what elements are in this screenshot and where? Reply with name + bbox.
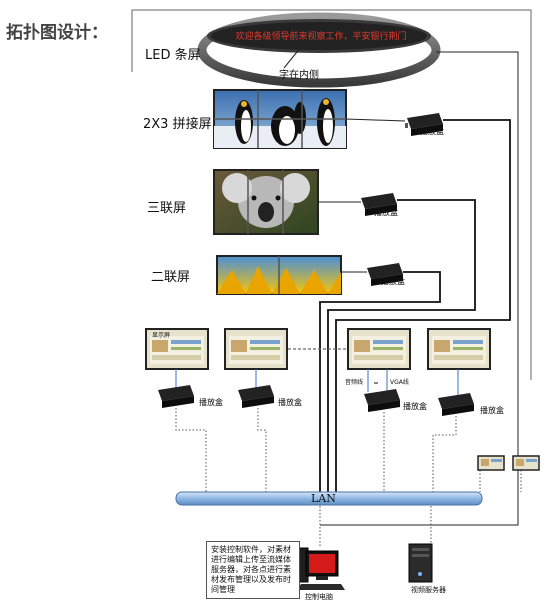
led-callout: 字在内侧 [279, 70, 319, 81]
led-callout-line [283, 41, 306, 69]
player-box-dual [367, 263, 403, 286]
page-title: 拓扑图设计： [6, 23, 108, 43]
led-label: LED 条屏 [145, 48, 201, 63]
label-vga-cable: VGA线 [390, 379, 409, 386]
lan-label: LAN [311, 492, 336, 505]
player-box-triple [361, 193, 397, 216]
cable-wall [335, 119, 511, 493]
triple-screen [213, 169, 319, 235]
label-control-pc: 控制电脑 [305, 593, 333, 601]
cable-dual [319, 271, 441, 493]
label-dual-screen: 二联屏 [151, 270, 191, 285]
label-box-b2: 播放盒 [278, 398, 302, 407]
label-box-b3: 播放盒 [403, 402, 427, 411]
player-box-b3 [364, 389, 400, 412]
monitor-1 [145, 328, 209, 370]
small-screen-1 [477, 455, 505, 471]
frame-border [131, 9, 532, 380]
cable-triple [327, 199, 476, 493]
player-box-b1 [158, 385, 194, 408]
control-software-note: 安装控制软件，对素材进行编辑上传至流媒体服务器，对各点进行素材发布管理以及发布时… [206, 541, 300, 599]
label-audio-cable: 音频线 [345, 379, 364, 386]
label-box-triple: 播放盒 [374, 208, 398, 217]
small-screen-2 [512, 455, 540, 471]
player-box-b2 [238, 385, 274, 408]
lan-bar [175, 491, 483, 506]
led-cable [320, 51, 519, 526]
monitor-caption: 显示屏 [152, 332, 171, 339]
video-wall-2x3 [213, 89, 347, 149]
monitor-3 [347, 328, 411, 370]
label-video-server: 视频服务器 [411, 586, 446, 594]
label-box-dual: 播放盒 [381, 277, 405, 286]
video-server [408, 543, 433, 583]
label-box-b4: 播放盒 [480, 406, 504, 415]
label-video-wall: 2X3 拼接屏 [143, 117, 212, 132]
led-scroll-text: 欢迎各级领导前来视察工作，平安银行荆门 [235, 32, 407, 42]
label-triple-screen: 三联屏 [147, 201, 187, 216]
monitor-2 [224, 328, 288, 370]
label-box-wall: 播放盒 [420, 127, 444, 136]
dual-screen [216, 255, 342, 295]
led-ring-screen [197, 12, 441, 88]
player-box-b4 [438, 393, 474, 416]
player-box-wall [405, 113, 443, 136]
monitor-4 [427, 328, 491, 370]
label-box-b1: 播放盒 [199, 398, 223, 407]
